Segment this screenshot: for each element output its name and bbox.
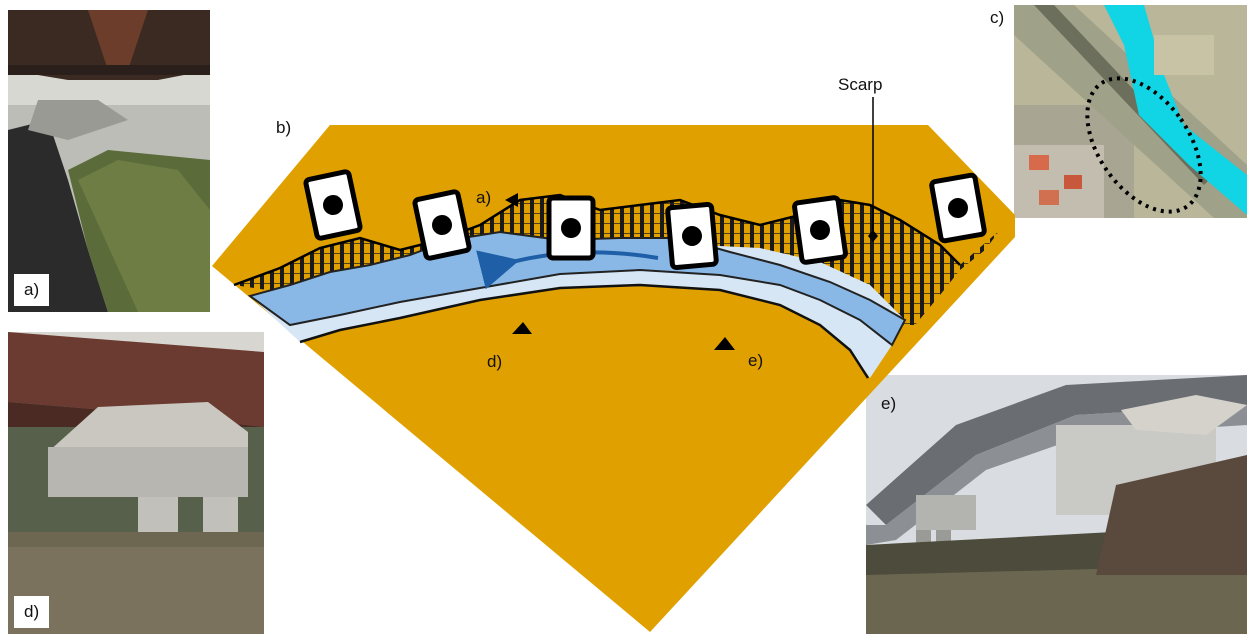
bridge-pier-icon — [667, 204, 716, 268]
bridge-pier-icon — [414, 191, 470, 259]
panel-label-b: b) — [276, 118, 291, 137]
marker-label-d: d) — [487, 352, 502, 371]
bridge-pier-icon — [549, 198, 593, 258]
bridge-pier-icon — [305, 171, 361, 239]
bridge-pier-icon — [794, 197, 846, 263]
marker-label-a: a) — [476, 188, 491, 207]
marker-label-e: e) — [748, 351, 763, 370]
bridge-pier-icon — [931, 175, 985, 242]
scarp-label: Scarp — [838, 75, 882, 94]
